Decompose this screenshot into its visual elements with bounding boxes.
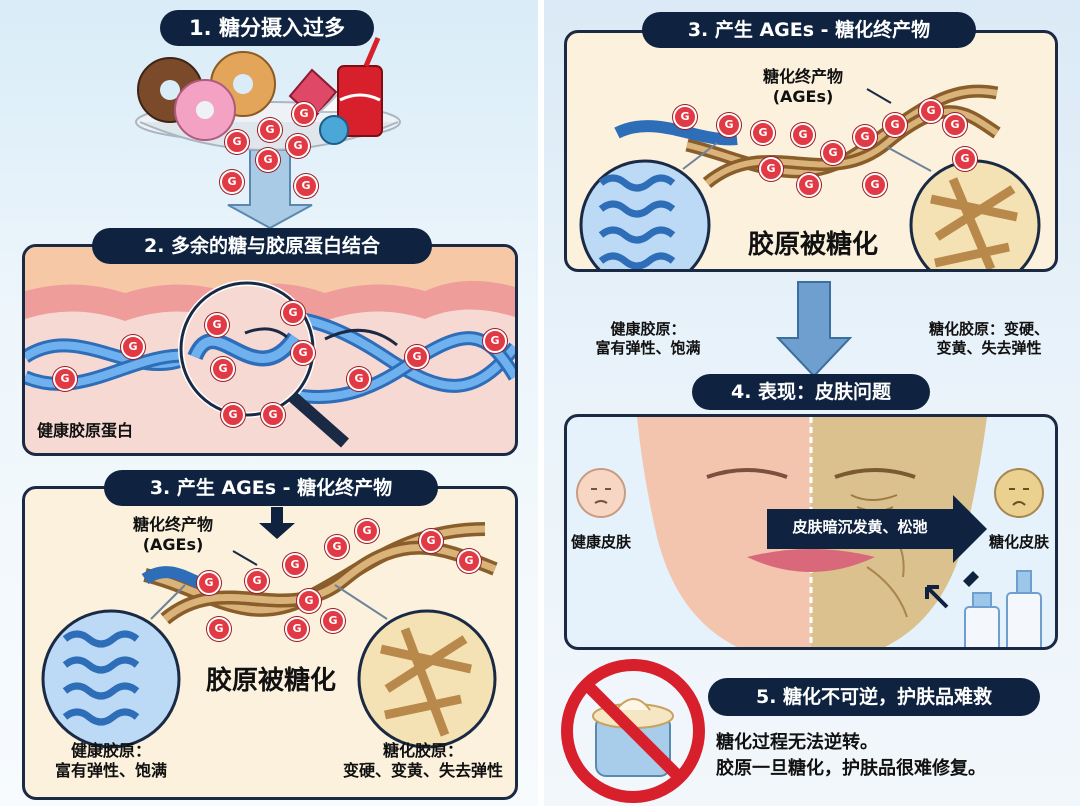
step2-panel: G G G G G G G G G G G 健康胶原蛋白 bbox=[22, 244, 518, 456]
healthy-collagen-caption-line2: 富有弹性、饱满 bbox=[54, 761, 167, 780]
skin-change-arrow-text: 皮肤暗沉发黄、松弛 bbox=[792, 518, 928, 536]
glucose-molecule: G bbox=[717, 113, 741, 137]
glucose-molecule: G bbox=[751, 121, 775, 145]
glucose-molecule: G bbox=[863, 173, 887, 197]
step4-title: 4. 表现：皮肤问题 bbox=[692, 374, 930, 410]
right-column: G G G G G G G G G G G G G 糖化终产物 (AGEs) 胶… bbox=[544, 0, 1080, 806]
step5-text: 糖化过程无法逆转。 胶原一旦糖化，护肤品很难修复。 bbox=[716, 730, 986, 782]
glucose-molecule: G bbox=[211, 357, 235, 381]
glucose-molecule: G bbox=[943, 113, 967, 137]
left-column: 1. 糖分摄入过多 G G G G G G G bbox=[0, 0, 538, 806]
healthy-collagen-caption-line1: 健康胶原： bbox=[610, 320, 686, 338]
glucose-molecule: G bbox=[419, 529, 443, 553]
healthy-collagen-caption: 健康胶原： 富有弹性、饱满 bbox=[568, 320, 728, 358]
glucose-molecule: G bbox=[321, 609, 345, 633]
face-comparison-illustration bbox=[576, 417, 1044, 647]
glucose-molecule: G bbox=[853, 125, 877, 149]
no-skincare-icon bbox=[561, 659, 705, 803]
glucose-molecule: G bbox=[919, 99, 943, 123]
glucose-molecule: G bbox=[283, 553, 307, 577]
glucose-molecule: G bbox=[221, 403, 245, 427]
glucose-molecule: G bbox=[294, 174, 318, 198]
glucose-molecule: G bbox=[457, 549, 481, 573]
glucose-molecule: G bbox=[286, 134, 310, 158]
step5-text-line2: 胶原一旦糖化，护肤品很难修复。 bbox=[716, 758, 986, 780]
glucose-molecule: G bbox=[759, 157, 783, 181]
collagen-glycated-label: 胶原被糖化 bbox=[747, 230, 878, 260]
glucose-molecule: G bbox=[256, 148, 280, 172]
glucose-molecule: G bbox=[220, 170, 244, 194]
glucose-molecule: G bbox=[953, 147, 977, 171]
glucose-molecule: G bbox=[883, 113, 907, 137]
healthy-collagen-protein-label: 健康胶原蛋白 bbox=[37, 421, 134, 440]
glucose-molecule: G bbox=[197, 571, 221, 595]
step3-title-left: 3. 产生 AGEs - 糖化终产物 bbox=[104, 470, 438, 506]
step5-title: 5. 糖化不可逆，护肤品难救 bbox=[708, 678, 1040, 716]
ages-label-line2: (AGEs) bbox=[142, 535, 204, 554]
step3-panel-right: G G G G G G G G G G G G G 糖化终产物 (AGEs) 胶… bbox=[564, 30, 1058, 272]
glucose-molecule: G bbox=[245, 569, 269, 593]
glycated-skin-label: 糖化皮肤 bbox=[988, 533, 1049, 551]
glycated-collagen-caption-line2: 变黄、失去弹性 bbox=[936, 338, 1042, 357]
glucose-molecule: G bbox=[205, 313, 229, 337]
glucose-molecule: G bbox=[797, 173, 821, 197]
healthy-collagen-caption-line2: 富有弹性、饱满 bbox=[595, 338, 701, 357]
step3-panel-left: G G G G G G G G G G G 糖化终产物 (AGEs) 胶原被糖化… bbox=[22, 486, 518, 800]
sugar-funnel-illustration bbox=[135, 37, 401, 230]
step1-title: 1. 糖分摄入过多 bbox=[160, 10, 374, 46]
glucose-molecule: G bbox=[281, 301, 305, 325]
glycated-collagen-caption: 糖化胶原： 变硬、变黄、失去弹性 bbox=[331, 741, 515, 781]
down-arrow-icon bbox=[775, 281, 853, 378]
ages-label-line1: 糖化终产物 bbox=[133, 515, 214, 534]
step4-panel: 健康皮肤 皮肤暗沉发黄、松弛 糖化皮肤 bbox=[564, 414, 1058, 650]
glucose-molecule: G bbox=[297, 589, 321, 613]
column-divider bbox=[538, 0, 544, 806]
glucose-molecule: G bbox=[791, 123, 815, 147]
glucose-molecule: G bbox=[225, 130, 249, 154]
glucose-molecule: G bbox=[325, 535, 349, 559]
glucose-molecule: G bbox=[673, 105, 697, 129]
healthy-skin-label: 健康皮肤 bbox=[570, 533, 631, 551]
glucose-molecule: G bbox=[347, 367, 371, 391]
glycated-collagen-caption-line1: 糖化胶原：变硬、 bbox=[928, 320, 1049, 338]
glycated-collagen-caption-line1: 糖化胶原： bbox=[382, 741, 463, 760]
glucose-molecule: G bbox=[405, 345, 429, 369]
glucose-molecule: G bbox=[285, 617, 309, 641]
ages-label: 糖化终产物 (AGEs) bbox=[763, 67, 843, 107]
collagen-glycated-label: 胶原被糖化 bbox=[205, 666, 336, 696]
glycated-collagen-caption-line2: 变硬、变黄、失去弹性 bbox=[342, 761, 503, 780]
glucose-molecule: G bbox=[261, 403, 285, 427]
ages-collagen-illustration bbox=[579, 84, 1041, 269]
glucose-molecule: G bbox=[292, 102, 316, 126]
glucose-molecule: G bbox=[291, 341, 315, 365]
glycated-collagen-caption: 糖化胶原：变硬、 变黄、失去弹性 bbox=[904, 320, 1074, 358]
ages-label: 糖化终产物 (AGEs) bbox=[133, 515, 213, 555]
glucose-molecule: G bbox=[121, 335, 145, 359]
glucose-molecule: G bbox=[483, 329, 507, 353]
glucose-molecule: G bbox=[821, 141, 845, 165]
step5-text-line1: 糖化过程无法逆转。 bbox=[716, 732, 878, 753]
healthy-collagen-caption-line1: 健康胶原： bbox=[70, 741, 151, 760]
glucose-molecule: G bbox=[207, 617, 231, 641]
step3-title-right: 3. 产生 AGEs - 糖化终产物 bbox=[642, 12, 976, 48]
glucose-molecule: G bbox=[258, 118, 282, 142]
glucose-molecule: G bbox=[53, 367, 77, 391]
ages-label-line2: (AGEs) bbox=[772, 87, 834, 106]
glucose-molecule: G bbox=[355, 519, 379, 543]
step2-title: 2. 多余的糖与胶原蛋白结合 bbox=[92, 228, 432, 264]
healthy-collagen-caption: 健康胶原： 富有弹性、饱满 bbox=[31, 741, 191, 781]
ages-label-line1: 糖化终产物 bbox=[763, 67, 844, 86]
